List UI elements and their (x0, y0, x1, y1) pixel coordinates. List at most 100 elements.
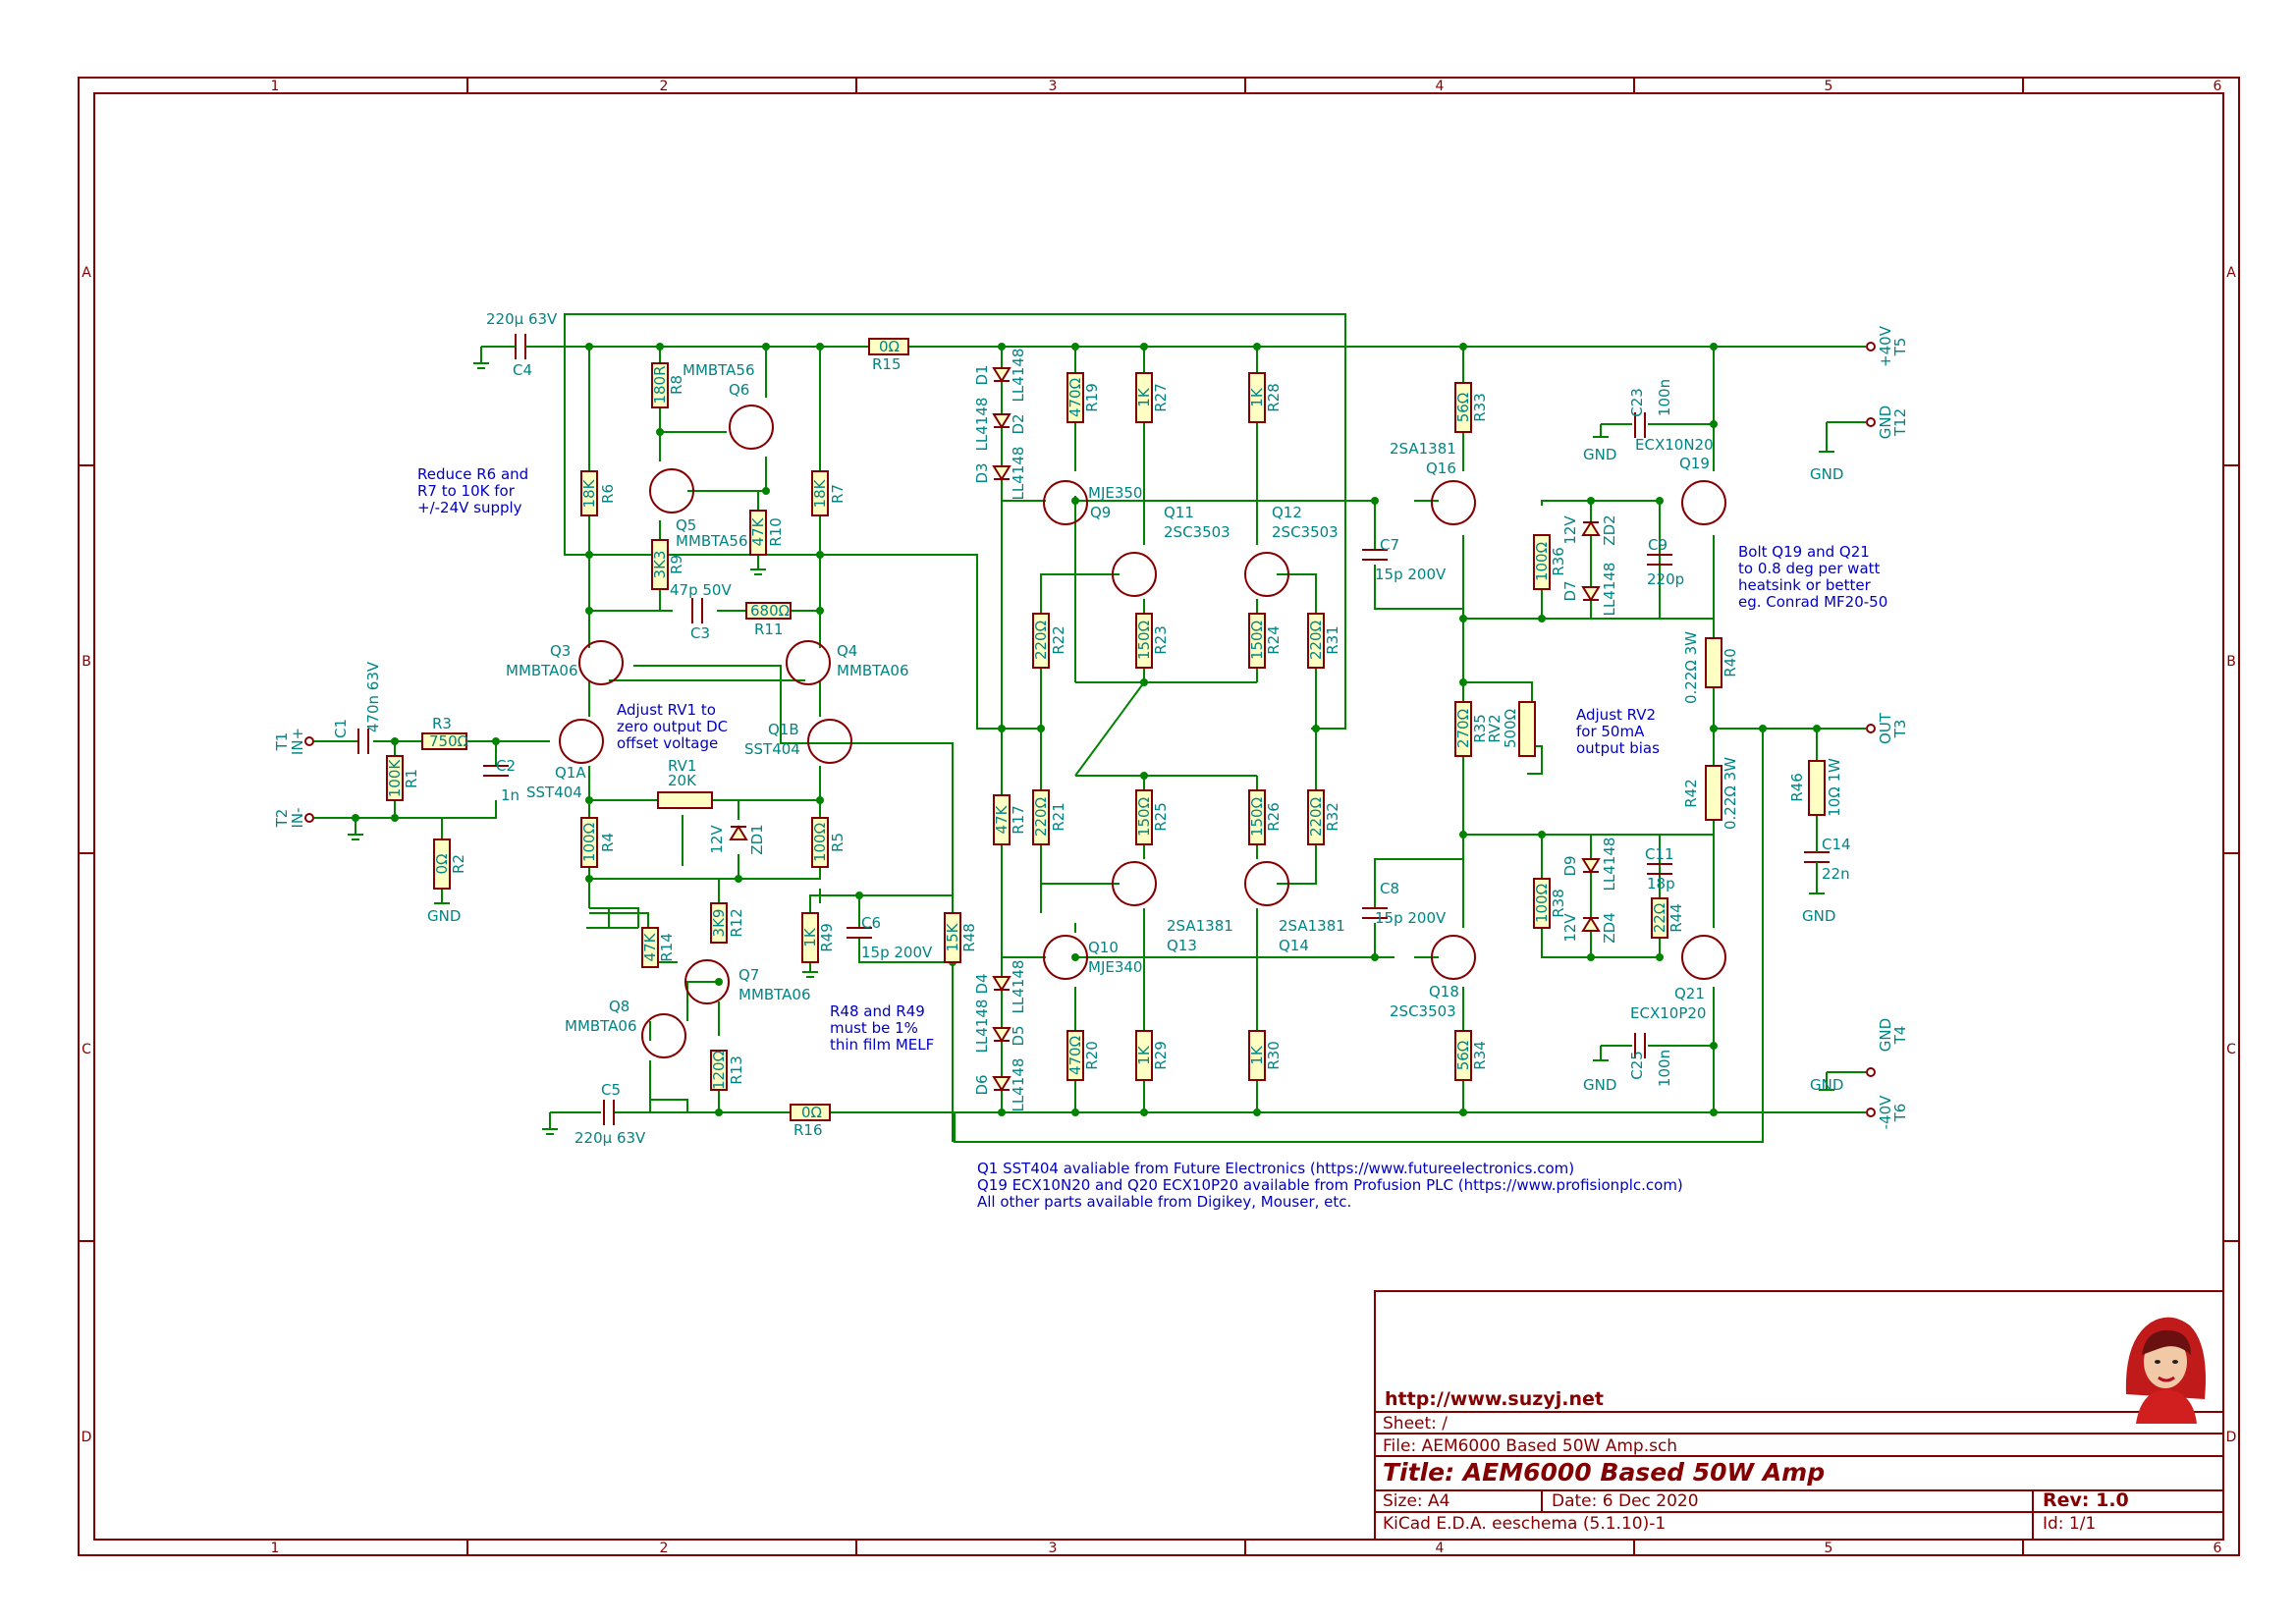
zener-zd2[interactable] (1581, 520, 1601, 536)
transistor-q12[interactable] (1244, 552, 1289, 597)
transistor-q4[interactable] (786, 640, 831, 685)
resistor-r11[interactable] (745, 602, 792, 620)
potentiometer-rv2[interactable] (1518, 701, 1536, 757)
resistor-r35[interactable] (1454, 701, 1472, 757)
terminal-t1[interactable] (304, 736, 314, 746)
resistor-r38[interactable] (1533, 878, 1551, 929)
resistor-r4[interactable] (580, 817, 598, 868)
transistor-q5[interactable] (649, 468, 694, 514)
r16-ref: R16 (793, 1121, 823, 1139)
r46-ref: R46 (1788, 773, 1806, 802)
transistor-q3[interactable] (578, 640, 624, 685)
terminal-t4[interactable] (1866, 1067, 1876, 1077)
diode-d4[interactable] (992, 976, 1011, 992)
resistor-r22[interactable] (1032, 613, 1050, 669)
c6-ref: C6 (861, 914, 881, 932)
resistor-r2[interactable] (433, 839, 451, 890)
transistor-q7[interactable] (684, 959, 730, 1004)
transistor-q16[interactable] (1431, 480, 1476, 525)
resistor-r32[interactable] (1307, 789, 1325, 845)
zener-zd1[interactable] (729, 825, 748, 840)
capacitor-c25[interactable] (1634, 1033, 1646, 1058)
resistor-r8[interactable] (651, 362, 669, 408)
resistor-r9[interactable] (651, 539, 669, 590)
capacitor-c8[interactable] (1362, 907, 1388, 919)
resistor-r44[interactable] (1651, 897, 1668, 939)
transistor-q1b[interactable] (807, 719, 852, 764)
resistor-r7[interactable] (811, 470, 829, 516)
resistor-r21[interactable] (1032, 789, 1050, 845)
transistor-q6[interactable] (729, 405, 774, 450)
capacitor-c1[interactable] (357, 729, 369, 754)
resistor-r15[interactable] (868, 338, 909, 355)
title-block-tool: KiCad E.D.A. eeschema (5.1.10)-1 (1383, 1514, 1666, 1534)
resistor-r19[interactable] (1066, 372, 1084, 423)
r4-value: 100Ω (580, 823, 598, 862)
resistor-r40[interactable] (1705, 637, 1722, 688)
transistor-q9[interactable] (1043, 480, 1088, 525)
zener-zd4[interactable] (1581, 916, 1601, 932)
terminal-t6[interactable] (1866, 1108, 1876, 1117)
transistor-q11[interactable] (1112, 552, 1157, 597)
zone-col-1-bottom: 1 (271, 1541, 280, 1556)
diode-d5[interactable] (992, 1027, 1011, 1043)
resistor-r17[interactable] (993, 794, 1011, 845)
transistor-q8[interactable] (641, 1013, 686, 1058)
resistor-r23[interactable] (1135, 613, 1153, 669)
capacitor-c14[interactable] (1804, 839, 1830, 879)
resistor-r14[interactable] (641, 927, 659, 968)
diode-d6[interactable] (992, 1076, 1011, 1092)
capacitor-c9[interactable] (1647, 554, 1672, 566)
mosfet-q19[interactable] (1681, 480, 1726, 525)
capacitor-c5[interactable] (603, 1100, 615, 1125)
capacitor-c3[interactable] (691, 598, 703, 623)
resistor-r46[interactable] (1808, 760, 1826, 816)
resistor-r13[interactable] (710, 1050, 728, 1091)
capacitor-c11[interactable] (1647, 863, 1672, 875)
diode-d1[interactable] (992, 367, 1011, 383)
capacitor-c4[interactable] (481, 334, 535, 359)
terminal-t12[interactable] (1866, 417, 1876, 427)
capacitor-c23[interactable] (1634, 412, 1646, 438)
resistor-r42[interactable] (1705, 765, 1722, 821)
resistor-r31[interactable] (1307, 613, 1325, 669)
resistor-r27[interactable] (1135, 372, 1153, 423)
resistor-r1[interactable] (386, 755, 404, 801)
resistor-r36[interactable] (1533, 534, 1551, 590)
terminal-t2[interactable] (304, 813, 314, 823)
diode-d3[interactable] (992, 465, 1011, 481)
resistor-r25[interactable] (1135, 789, 1153, 845)
transistor-q10[interactable] (1043, 935, 1088, 980)
resistor-r12[interactable] (710, 902, 728, 944)
resistor-r26[interactable] (1248, 789, 1266, 845)
resistor-r29[interactable] (1135, 1030, 1153, 1081)
resistor-r34[interactable] (1454, 1030, 1472, 1081)
diode-d9[interactable] (1581, 858, 1601, 874)
transistor-q13[interactable] (1112, 861, 1157, 906)
resistor-r28[interactable] (1248, 372, 1266, 423)
diode-d2[interactable] (992, 413, 1011, 429)
terminal-t3[interactable] (1866, 724, 1876, 733)
resistor-r24[interactable] (1248, 613, 1266, 669)
resistor-r48[interactable] (944, 912, 961, 963)
resistor-r10[interactable] (749, 510, 767, 556)
transistor-q18[interactable] (1431, 935, 1476, 980)
capacitor-c7[interactable] (1362, 549, 1388, 561)
transistor-q14[interactable] (1244, 861, 1289, 906)
resistor-r16[interactable] (790, 1104, 831, 1121)
transistor-q1a[interactable] (559, 719, 604, 764)
diode-d7[interactable] (1581, 586, 1601, 602)
resistor-r49[interactable] (801, 912, 819, 963)
terminal-t5[interactable] (1866, 342, 1876, 352)
capacitor-c6[interactable] (847, 927, 872, 939)
potentiometer-rv1[interactable] (657, 791, 713, 809)
resistor-r30[interactable] (1248, 1030, 1266, 1081)
resistor-r20[interactable] (1066, 1030, 1084, 1081)
resistor-r33[interactable] (1454, 382, 1472, 433)
capacitor-c2[interactable] (483, 765, 509, 777)
resistor-r5[interactable] (811, 817, 829, 868)
resistor-r3[interactable] (421, 732, 467, 750)
resistor-r6[interactable] (580, 470, 598, 516)
q10-ref: Q10 (1088, 939, 1119, 956)
mosfet-q21[interactable] (1681, 935, 1726, 980)
